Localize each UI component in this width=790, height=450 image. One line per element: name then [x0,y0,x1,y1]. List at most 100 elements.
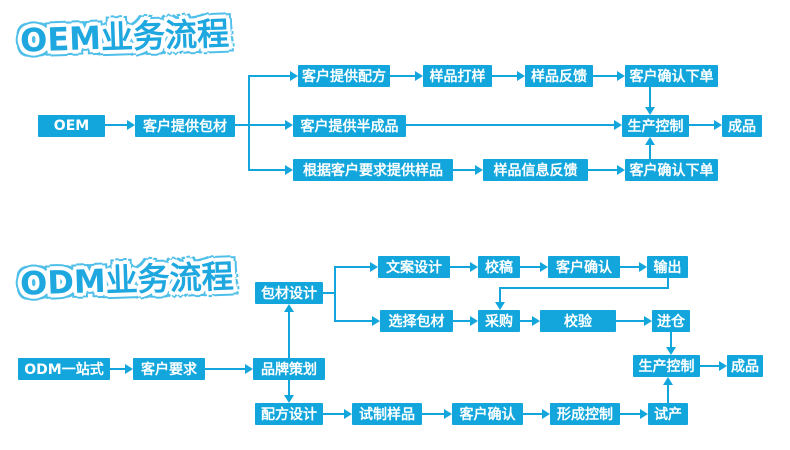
flow-arrowhead [617,165,625,175]
node-oem: OEM [38,115,105,137]
flow-line [105,124,128,126]
flow-line [520,266,540,268]
flow-line [249,75,290,77]
flow-arrowhead [444,409,452,419]
node-production-control-odm: 生产控制 [633,355,700,377]
flow-arrowhead [617,71,625,81]
flow-arrowhead [285,165,293,175]
node-customer-provides-packaging: 客户提供包材 [135,115,235,137]
flow-line [670,332,672,347]
flow-line [593,75,617,77]
flow-arrowhead [245,364,253,374]
node-sample-making: 样品打样 [423,65,492,87]
node-package-design: 包材设计 [255,282,323,304]
node-finished-product-odm: 成品 [727,355,763,377]
flow-arrowhead [517,71,525,81]
oem-title: OEM业务流程 [19,14,230,60]
flow-arrowhead [540,262,548,272]
flow-line [422,413,444,415]
flow-arrowhead [666,347,676,355]
node-formula-design: 配方设计 [255,403,323,425]
flow-line [450,266,470,268]
flow-arrowhead [284,395,294,403]
flow-line [523,413,542,415]
flow-arrowhead [663,377,673,385]
node-provide-samples-per-request: 根据客户要求提供样品 [293,159,453,181]
flow-arrowhead [644,316,652,326]
node-verification: 校验 [540,310,616,332]
flow-arrowhead [714,120,722,130]
flow-arrowhead [470,316,478,326]
flow-line [453,320,470,322]
flow-arrowhead [290,71,298,81]
flow-line [110,368,126,370]
node-customer-provides-formula: 客户提供配方 [298,65,390,87]
node-trial-production: 试产 [648,403,688,425]
flow-line [649,87,651,107]
node-purchase: 采购 [478,310,520,332]
flow-arrowhead [344,409,352,419]
flow-arrowhead [645,137,655,145]
flow-arrowhead [495,302,505,310]
flow-arrowhead [639,262,647,272]
flow-line [249,169,285,171]
node-warehouse-in: 进仓 [652,310,690,332]
flow-line [620,413,640,415]
flow-line [492,75,517,77]
flow-line [616,320,644,322]
flow-arrowhead [372,316,380,326]
branch-line [248,75,250,171]
flow-line [334,320,372,322]
node-customer-confirms-order-bottom: 客户确认下单 [625,159,718,181]
flow-line [323,292,335,294]
node-customer-confirm-copy: 客户确认 [548,256,620,278]
node-odm-one-stop: ODM一站式 [18,358,110,380]
flow-line [406,124,614,126]
node-select-packaging: 选择包材 [380,310,453,332]
flow-arrowhead [645,107,655,115]
node-output: 输出 [647,256,688,278]
flow-line [334,266,370,268]
flow-arrowhead [370,262,378,272]
flow-line [620,266,639,268]
branch-line [334,266,336,322]
flow-line [453,169,475,171]
flow-line [689,124,714,126]
node-copy-design: 文案设计 [378,256,450,278]
feedback-line [499,287,501,302]
flow-arrowhead [532,316,540,326]
flow-arrowhead [284,304,294,312]
node-customer-requirements: 客户要求 [133,358,205,380]
flow-line [323,413,344,415]
flow-arrowhead [640,409,648,419]
feedback-line [667,278,669,288]
flow-arrowhead [470,262,478,272]
flow-line [235,124,286,126]
node-production-control-oem: 生产控制 [622,115,689,137]
flow-arrowhead [542,409,550,419]
flow-line [649,145,651,159]
feedback-line [499,287,669,289]
odm-title: ODM业务流程 [19,257,235,303]
node-sample-info-feedback: 样品信息反馈 [483,159,588,181]
flow-arrowhead [614,120,622,130]
node-customer-confirms-order-top: 客户确认下单 [625,65,718,87]
node-formation-control: 形成控制 [550,403,620,425]
flow-arrowhead [415,71,423,81]
node-customer-provides-semifinished: 客户提供半成品 [293,115,406,137]
flow-line [288,380,290,395]
flow-line [288,312,290,358]
node-trial-sample: 试制样品 [352,403,422,425]
flow-arrowhead [285,120,293,130]
flow-line [390,75,415,77]
flow-arrowhead [719,361,727,371]
flow-line [588,169,617,171]
node-customer-confirm-formula: 客户确认 [452,403,523,425]
node-sample-feedback: 样品反馈 [525,65,593,87]
flow-arrowhead [125,364,133,374]
node-finished-product-oem: 成品 [722,115,762,137]
flow-line [520,320,532,322]
flow-arrowhead [475,165,483,175]
flow-line [205,368,245,370]
